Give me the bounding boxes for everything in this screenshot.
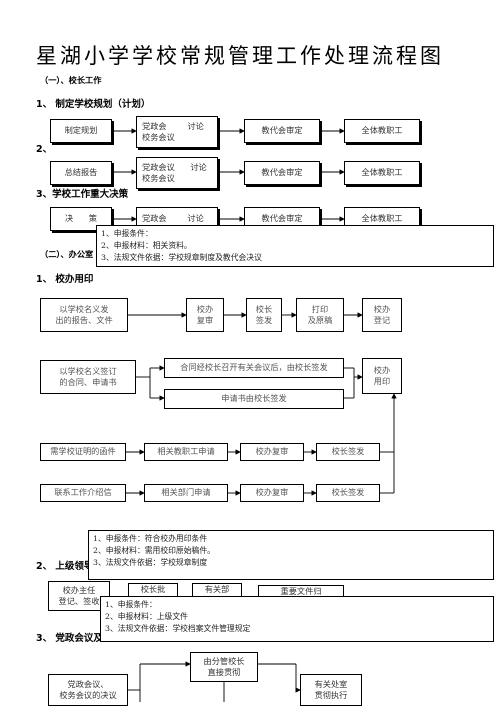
step-contract-application: 以学校名义签订 的合同、申请书 [40, 360, 136, 394]
section-school-plan: 1、 制定学校规划（计划） [36, 99, 151, 110]
step-all-staff-2: 全体教职工 [344, 161, 420, 185]
step-department-apply: 相关部门申请 [144, 484, 228, 502]
step-office-review: 校办 复审 [186, 298, 224, 332]
note-line: 3、法规文件依据：学校规章制度及教代会决议 [101, 253, 262, 263]
step-application-sign: 申请书由校长签发 [164, 389, 344, 409]
step-summary-report: 总结报告 [50, 161, 112, 185]
section-principal-work: （一）、校长工作 [40, 75, 102, 85]
step-related-department: 有关部 [192, 583, 242, 597]
step-make-plan: 制定规划 [50, 119, 112, 143]
note-line: 1、申报条件： [105, 600, 157, 609]
step-party-meeting-discuss: 党政会 讨论 校务会议 [136, 116, 218, 148]
section-office: （二）、办公室 [40, 249, 94, 259]
step-staff-congress-approve-2: 教代会审定 [244, 161, 320, 185]
section-major-decision: 3、学校工作重大决策 [36, 189, 129, 200]
note-line: 2、申报材料：上级文件 [105, 612, 188, 622]
step-office-seal: 校办 用印 [362, 358, 402, 394]
step-principal-sign-c: 校长签发 [316, 443, 380, 461]
section-item-2: 2、 [36, 144, 53, 155]
step-report-document: 以学校名义发 出的报告、文件 [40, 298, 128, 332]
note-principal-requirements: 1、申报条件： 2、申报材料：相关资料。 3、法规文件依据：学校规章制度及教代会… [96, 225, 494, 267]
step-meeting-resolution: 党政会议、 校务会议的决议 [48, 674, 128, 706]
note-line: 2、申报材料：相关资料。 [101, 241, 192, 251]
note-document-requirements: 1、申报条件： 2、申报材料：上级文件 3、法规文件依据：学校档案文件管理规定 [100, 596, 494, 642]
section-party-meeting: 3、 党政会议及 [36, 633, 103, 644]
note-seal-requirements: 1、申报条件：符合校办用印条件 2、申报材料：需用校印原始稿件。 3、法规文件依… [88, 530, 494, 580]
page-title: 星湖小学学校常规管理工作处理流程图 [36, 44, 444, 68]
step-print-original: 打印 及原稿 [296, 298, 344, 332]
step-office-review-d: 校办复审 [240, 484, 304, 502]
step-all-staff: 全体教职工 [344, 119, 420, 143]
note-line: 3、法规文件依据：学校档案文件管理规定 [105, 624, 251, 634]
step-contract-sign: 合同经校长召开有关会议后，由校长签发 [164, 358, 344, 378]
note-line: 1、申报条件：符合校办用印条件 [93, 534, 208, 543]
section-superior-leaders: 2、 上级领导 [36, 561, 94, 572]
step-principal-approve: 校长批 [128, 583, 178, 597]
step-office-review-c: 校办复审 [240, 443, 304, 461]
step-office-register: 校办 登记 [362, 298, 402, 332]
note-line: 1、申报条件： [101, 229, 153, 238]
step-vice-principal-implement: 由分管校长 直接贯彻 [190, 652, 258, 682]
section-seal-use: 1、 校办用印 [36, 274, 94, 285]
step-principal-sign: 校长 签发 [246, 298, 282, 332]
step-staff-congress-approve: 教代会审定 [244, 119, 320, 143]
step-party-meeting-discuss-2: 党政会议 讨论 校务会议 [136, 157, 218, 189]
step-office-execute: 有关处室 贯彻执行 [300, 674, 362, 706]
step-staff-apply: 相关教职工申请 [144, 443, 228, 461]
step-certificate-letter: 需学校证明的函件 [40, 443, 126, 461]
step-office-director-register: 校办主任 登记、签收 [48, 581, 110, 611]
step-principal-sign-d: 校长签发 [316, 484, 380, 502]
step-introduction-letter: 联系工作介绍信 [40, 484, 126, 502]
note-line: 3、法规文件依据：学校规章制度 [93, 558, 208, 568]
note-line: 2、申报材料：需用校印原始稿件。 [93, 546, 215, 556]
